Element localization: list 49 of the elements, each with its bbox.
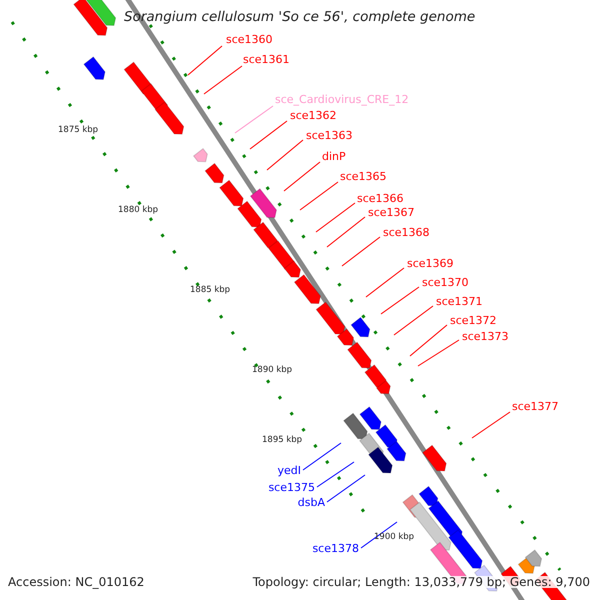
gene-label: sce1361 (243, 54, 290, 65)
leader-line (366, 268, 404, 298)
leader-line (284, 162, 320, 192)
gene-label: sce1362 (290, 110, 337, 121)
leader-line (360, 522, 398, 548)
leader-line (326, 474, 366, 502)
gene-label: sce1378 (312, 543, 359, 554)
leader-line (380, 286, 420, 314)
gene-label: yedI (277, 465, 301, 476)
accession-text: Accession: NC_010162 (8, 576, 144, 588)
leader-line (326, 216, 366, 248)
gene-label: sce1365 (340, 171, 387, 182)
gene-label: sce1367 (368, 207, 415, 218)
leader-line (316, 462, 354, 488)
scale-label: 1875 kbp (58, 126, 98, 134)
leader-line (410, 324, 448, 356)
leader-line (418, 340, 460, 366)
leader-line (250, 120, 288, 150)
gene-label: sce1375 (268, 482, 315, 493)
gene-label: dinP (322, 151, 346, 162)
leader-line (234, 106, 274, 134)
scale-label: 1895 kbp (262, 436, 302, 444)
gene-label: sce1363 (306, 130, 353, 141)
gene-label: sce1360 (226, 34, 273, 45)
gene-label: dsbA (298, 497, 325, 508)
leader-line (302, 442, 342, 470)
gene-label: sce_Cardiovirus_CRE_12 (275, 94, 409, 105)
leader-line (394, 306, 434, 336)
scale-label: 1880 kbp (118, 206, 158, 214)
scale-label: 1885 kbp (190, 286, 230, 294)
gene-label: sce1368 (383, 227, 430, 238)
gene-label: sce1377 (512, 401, 559, 412)
leader-line (316, 202, 356, 232)
gene-label: sce1371 (436, 296, 483, 307)
gene-label: sce1370 (422, 277, 469, 288)
leader-line (266, 140, 304, 170)
leader-line (300, 182, 338, 210)
gene-label: sce1369 (407, 258, 454, 269)
genome-summary-text: Topology: circular; Length: 13,033,779 bp; Genes: 9,700 (252, 576, 590, 588)
leader-line (472, 412, 510, 438)
gene-label: sce1372 (450, 315, 497, 326)
scale-label: 1890 kbp (252, 366, 292, 374)
leader-line (342, 236, 380, 266)
gene-label: sce1366 (357, 193, 404, 204)
title: Sorangium cellulosum 'So ce 56', complete genome (124, 11, 476, 24)
leader-line (204, 66, 242, 94)
leader-line (188, 46, 222, 76)
gene-label: sce1373 (462, 331, 509, 342)
scale-label: 1900 kbp (374, 532, 414, 542)
